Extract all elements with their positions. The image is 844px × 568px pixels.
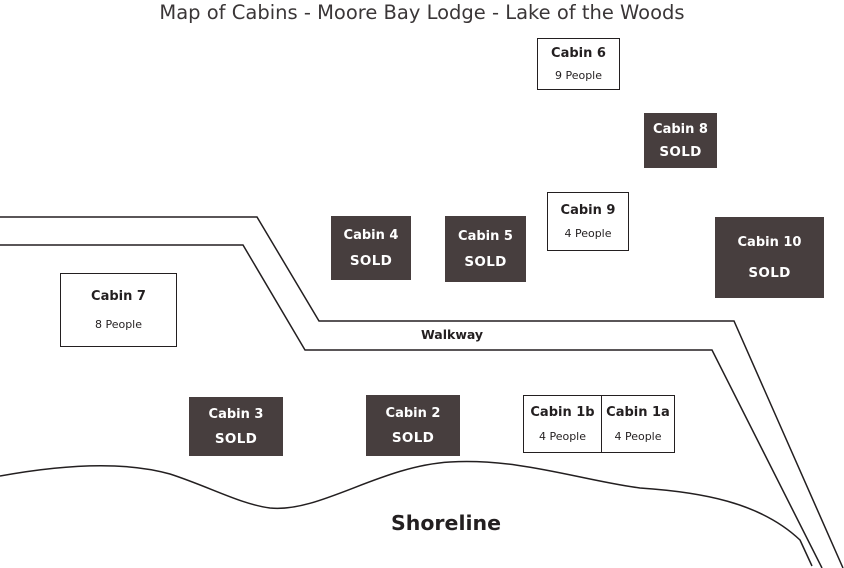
shoreline-curve: [0, 460, 813, 567]
sold-label: SOLD: [349, 253, 393, 269]
cabin-name: Cabin 1a: [606, 405, 670, 421]
cabin-capacity: 9 People: [554, 68, 603, 82]
cabin-name: Cabin 8: [653, 122, 708, 137]
cabin-name: Cabin 9: [560, 202, 616, 218]
cabin-capacity: 4 People: [614, 429, 662, 443]
cabin-name: Cabin 3: [208, 407, 264, 423]
walkway-label: Walkway: [420, 327, 484, 342]
sold-label: SOLD: [391, 430, 435, 446]
cabin-1b[interactable]: Cabin 1b 4 People: [523, 395, 602, 453]
cabin-name: Cabin 6: [551, 46, 606, 62]
shoreline-label: Shoreline: [390, 511, 501, 535]
cabin-capacity: 4 People: [564, 227, 612, 241]
walkway-upper-edge: [0, 216, 844, 568]
sold-label: SOLD: [464, 254, 507, 271]
sold-label: SOLD: [748, 265, 791, 282]
cabin-name: Cabin 2: [385, 406, 441, 421]
cabin-8[interactable]: Cabin 8 SOLD: [644, 113, 717, 168]
cabin-6[interactable]: Cabin 6 9 People: [537, 38, 620, 90]
cabin-1a[interactable]: Cabin 1a 4 People: [601, 395, 675, 453]
sold-label: SOLD: [214, 430, 258, 447]
cabin-4[interactable]: Cabin 4 SOLD: [331, 216, 411, 280]
walkway-lower-edge: [0, 244, 823, 568]
cabin-10[interactable]: Cabin 10 SOLD: [715, 217, 824, 298]
cabin-capacity: 8 People: [94, 318, 143, 332]
cabin-name: Cabin 4: [343, 228, 399, 243]
cabin-3[interactable]: Cabin 3 SOLD: [189, 397, 283, 456]
cabin-name: Cabin 10: [737, 234, 802, 250]
map-title: Map of Cabins - Moore Bay Lodge - Lake o…: [159, 1, 685, 24]
cabin-5[interactable]: Cabin 5 SOLD: [445, 216, 526, 282]
cabin-9[interactable]: Cabin 9 4 People: [547, 192, 629, 251]
cabin-name: Cabin 7: [91, 288, 146, 304]
cabin-capacity: 4 People: [538, 429, 587, 443]
sold-label: SOLD: [659, 144, 702, 160]
cabin-name: Cabin 5: [458, 228, 513, 244]
cabin-7[interactable]: Cabin 7 8 People: [60, 273, 177, 347]
cabin-name: Cabin 1b: [530, 405, 595, 421]
cabin-2[interactable]: Cabin 2 SOLD: [366, 395, 460, 456]
